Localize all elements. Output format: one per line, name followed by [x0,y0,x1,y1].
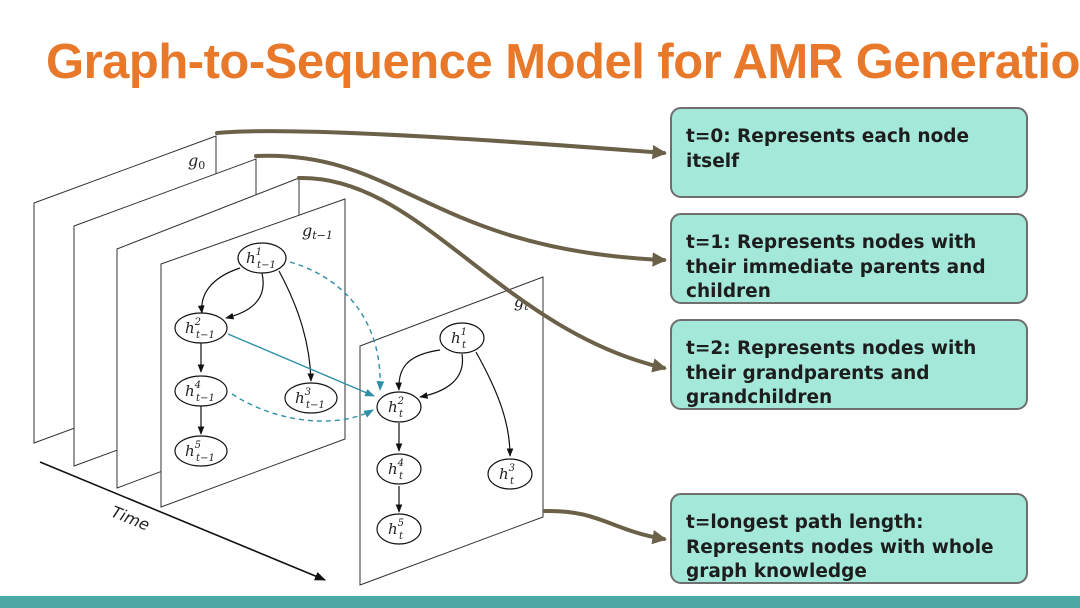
edge-h1-h2-cur [395,349,441,391]
slide-title: Graph-to-Sequence Model for AMR Generati… [46,35,1080,89]
callout-t1: t=1: Represents nodes with their immedia… [670,213,1028,304]
edge-h1prev-h2t-dashed [289,261,385,391]
svg-text:h3t−1: h3t−1 [295,387,325,411]
svg-text:h5t: h5t [388,518,404,542]
edge-h1-h2-cur-b [419,353,464,399]
callout-longest-path-text: t=longest path length: Represents nodes … [686,512,994,582]
arrow-to-callout-2 [297,175,667,373]
callout-t0-text: t=0: Represents each node itself [686,126,970,172]
frame-label-g0: g0 [188,151,205,172]
frame-gt [359,276,544,586]
edge-h4prev-h2t-dashed [231,393,374,422]
callout-arrows [215,129,667,545]
svg-text:h1t: h1t [451,327,467,351]
svg-text:h2t−1: h2t−1 [185,317,215,341]
arrow-to-callout-0 [215,129,667,160]
frame-gt-1 [160,198,346,508]
svg-text:h5t−1: h5t−1 [185,440,215,464]
edges-cross [227,261,385,422]
callout-t0: t=0: Represents each node itself [670,107,1028,198]
callout-t2-text: t=2: Represents nodes with their grandpa… [686,338,977,408]
edge-h1-h3-cur [475,351,514,457]
frame-label-gt: gt [514,292,529,313]
svg-text:h4t: h4t [388,458,404,482]
bottom-accent-bar [0,596,1080,608]
arrow-to-callout-3 [543,508,667,545]
svg-text:h4t−1: h4t−1 [185,380,215,404]
callout-longest-path: t=longest path length: Represents nodes … [670,493,1028,584]
edges-cur [395,349,514,513]
callout-t2: t=2: Represents nodes with their grandpa… [670,319,1028,410]
frame-label-gt-1: gt−1 [302,221,333,242]
svg-text:h1t−1: h1t−1 [246,247,276,271]
svg-text:h2t: h2t [388,396,404,420]
svg-text:h3t: h3t [499,463,515,487]
time-label: Time [109,502,153,535]
edge-h1-h2-prev-b [225,272,264,320]
callout-t1-text: t=1: Represents nodes with their immedia… [686,232,986,302]
edge-h1-h2-prev [197,267,241,314]
edge-h2prev-h2t [227,333,375,397]
arrow-to-callout-1 [254,153,667,267]
